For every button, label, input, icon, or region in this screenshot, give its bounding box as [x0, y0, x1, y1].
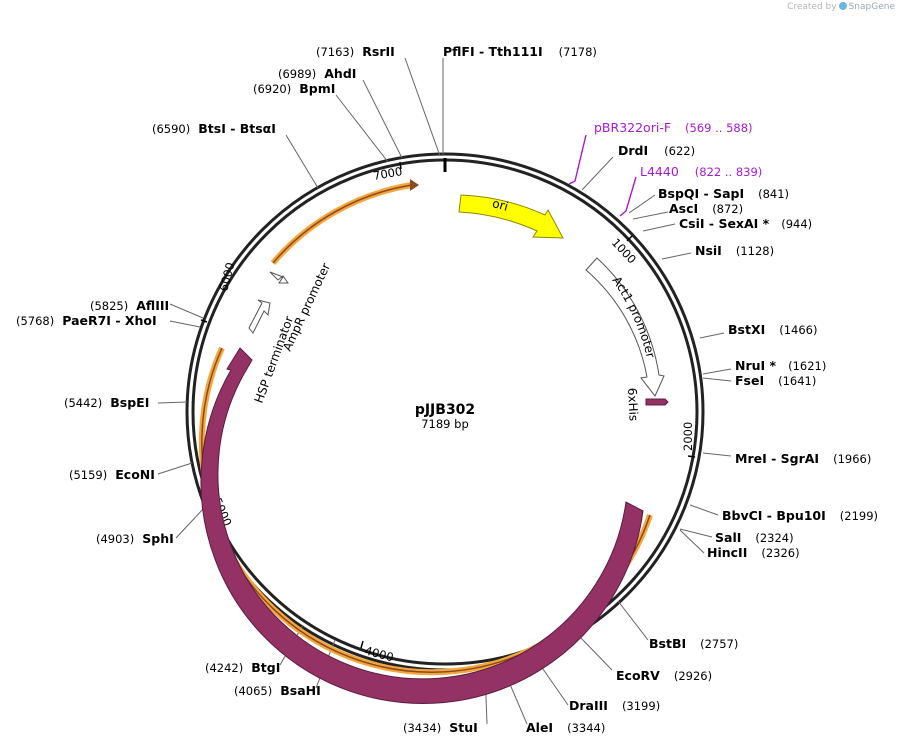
tick-6000-mark	[200, 319, 208, 323]
leader-bbvci	[689, 504, 719, 516]
site-econi[interactable]: (5159)EcoNI	[69, 467, 155, 482]
feature-ampr-promoter[interactable]	[269, 271, 289, 284]
site-hincii[interactable]: HincII(2326)	[707, 545, 800, 560]
feature-orange-upper-arrowhead	[410, 179, 419, 191]
leader-bstxi	[699, 332, 725, 339]
leader-bpmi	[335, 94, 389, 163]
primer-pbr322ori-f[interactable]: pBR322ori-F(569 .. 588)	[594, 120, 753, 135]
feature-act1-label: Act1 promoter	[610, 274, 658, 360]
site-asci[interactable]: AscI(872)	[669, 201, 743, 216]
feature-lwcas13a-label: LwCas13a	[306, 549, 359, 600]
leader-sphi	[175, 507, 205, 539]
leader-csii	[642, 223, 676, 232]
site-fsei[interactable]: FseI(1641)	[735, 373, 816, 388]
features: LwCas13a ori Act1 promoter 6xHis HSP ter…	[198, 179, 669, 704]
tick-2000-mark	[687, 455, 696, 458]
feature-ori[interactable]	[458, 194, 564, 239]
snapgene-credit: Created by SnapGene	[787, 2, 895, 12]
site-pflfi-tth111i[interactable]: PflFI - Tth111I(7178)	[443, 44, 597, 59]
leader-paer7i	[169, 320, 201, 328]
site-stui[interactable]: (3434)StuI	[403, 720, 478, 735]
feature-orange-upper-core	[272, 184, 413, 264]
site-bsahi[interactable]: (4065)BsaHI	[234, 683, 321, 698]
site-nrui[interactable]: NruI *(1621)	[735, 358, 826, 373]
feature-hsp-terminator[interactable]	[248, 299, 271, 334]
primer-l4440[interactable]: L4440(822 .. 839)	[640, 164, 762, 179]
leader-drdi	[581, 156, 614, 191]
tick-4000-mark	[360, 640, 364, 649]
feature-lwcas13a[interactable]	[200, 347, 644, 704]
tick-7000: 7000	[372, 164, 403, 183]
primer-labels: pBR322ori-F(569 .. 588) L4440(822 .. 839…	[594, 120, 762, 179]
leader-mrei	[702, 452, 732, 457]
site-bspqi-sapi[interactable]: BspQI - SapI(841)	[658, 186, 789, 201]
site-leader-lines	[157, 57, 732, 725]
leader-asci	[632, 211, 669, 220]
plasmid-name: pJJB302	[415, 402, 475, 418]
leader-sali	[679, 528, 713, 538]
tick-1000-mark	[626, 235, 633, 242]
plasmid-size: 7189 bp	[421, 417, 469, 431]
leader-fsei	[702, 377, 732, 382]
leader-btsi	[285, 134, 319, 189]
feature-orange-upper[interactable]	[270, 182, 413, 265]
site-afliii[interactable]: (5825)AflIII	[90, 298, 169, 313]
site-sali[interactable]: SalI(2324)	[715, 530, 794, 545]
credit-brand: SnapGene	[848, 2, 895, 12]
leader-ahdi	[362, 79, 403, 159]
site-mrei-sgrai[interactable]: MreI - SgrAI(1966)	[735, 451, 871, 466]
site-rsrii[interactable]: (7163)RsrII	[316, 44, 395, 59]
site-bbvci-bpu10i[interactable]: BbvCI - Bpu10I(2199)	[722, 508, 878, 523]
site-drdi[interactable]: DrdI(622)	[618, 143, 695, 158]
leader-bspqi	[628, 194, 656, 214]
site-bstxi[interactable]: BstXI(1466)	[728, 322, 817, 337]
feature-act1-promoter[interactable]	[585, 257, 665, 397]
leader-nrui	[702, 368, 732, 375]
site-bspei[interactable]: (5442)BspEI	[64, 395, 149, 410]
site-bpmi[interactable]: (6920)BpmI	[253, 81, 335, 96]
credit-prefix: Created by	[787, 2, 837, 12]
leader-hincii	[679, 529, 705, 554]
leader-econi	[157, 462, 193, 475]
site-labels: (7163)RsrII PflFI - Tth111I(7178) (6989)…	[16, 44, 878, 735]
site-nsii[interactable]: NsiI(1128)	[695, 243, 774, 258]
tick-1000: 1000	[609, 235, 639, 266]
feature-6xhis[interactable]	[645, 398, 669, 406]
site-paer7i-xhoi[interactable]: (5768)PaeR7I - XhoI	[16, 313, 157, 328]
site-ecorv[interactable]: EcoRV(2926)	[616, 668, 712, 683]
primer-pbr322ori-f-mark	[568, 134, 587, 185]
site-btsi-btsai[interactable]: (6590)BtsI - BtsαI	[152, 121, 276, 136]
site-draiii[interactable]: DraIII(3199)	[569, 698, 660, 713]
primer-marks	[568, 134, 637, 217]
feature-6xhis-label: 6xHis	[625, 387, 641, 421]
feature-ori-label: ori	[491, 196, 510, 214]
leader-bstbi	[617, 600, 649, 641]
leader-bspei	[157, 401, 188, 404]
primer-l4440-mark	[619, 176, 637, 217]
site-btgi[interactable]: (4242)BtgI	[205, 660, 280, 675]
site-ahdi[interactable]: (6989)AhdI	[278, 66, 356, 81]
tick-6000: 6000	[216, 261, 237, 293]
leader-nsii	[661, 252, 692, 260]
site-sphi[interactable]: (4903)SphI	[96, 531, 174, 546]
site-bstbi[interactable]: BstBI(2757)	[649, 636, 738, 651]
snapgene-logo-icon	[838, 2, 847, 10]
tick-7000-mark	[399, 161, 402, 170]
site-csii-sexai[interactable]: CsiI - SexAI *(944)	[679, 216, 812, 231]
feature-ampr-label: AmpR promoter	[280, 261, 333, 353]
leader-afliii	[169, 303, 204, 319]
site-alei[interactable]: AleI(3344)	[526, 720, 605, 735]
tick-2000: 2000	[681, 422, 695, 451]
leader-rsrii	[404, 57, 441, 157]
leader-ecorv	[579, 636, 613, 671]
